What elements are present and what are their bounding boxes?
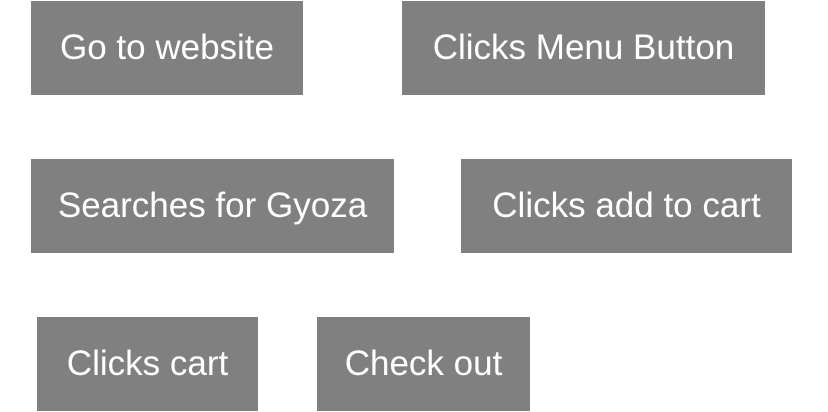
step-go-to-website: Go to website [31, 1, 303, 95]
step-label: Go to website [60, 28, 274, 67]
step-check-out: Check out [317, 317, 530, 411]
step-label: Clicks cart [66, 344, 229, 383]
step-clicks-menu-button: Clicks Menu Button [402, 1, 765, 95]
step-clicks-cart: Clicks cart [37, 317, 258, 411]
step-label: Searches for Gyoza [57, 186, 368, 225]
step-label: Clicks Menu Button [432, 28, 735, 67]
step-clicks-add-to-cart: Clicks add to cart [461, 159, 792, 253]
step-searches-for-gyoza: Searches for Gyoza [31, 159, 394, 253]
step-label: Clicks add to cart [492, 186, 761, 225]
step-label: Check out [344, 344, 503, 383]
